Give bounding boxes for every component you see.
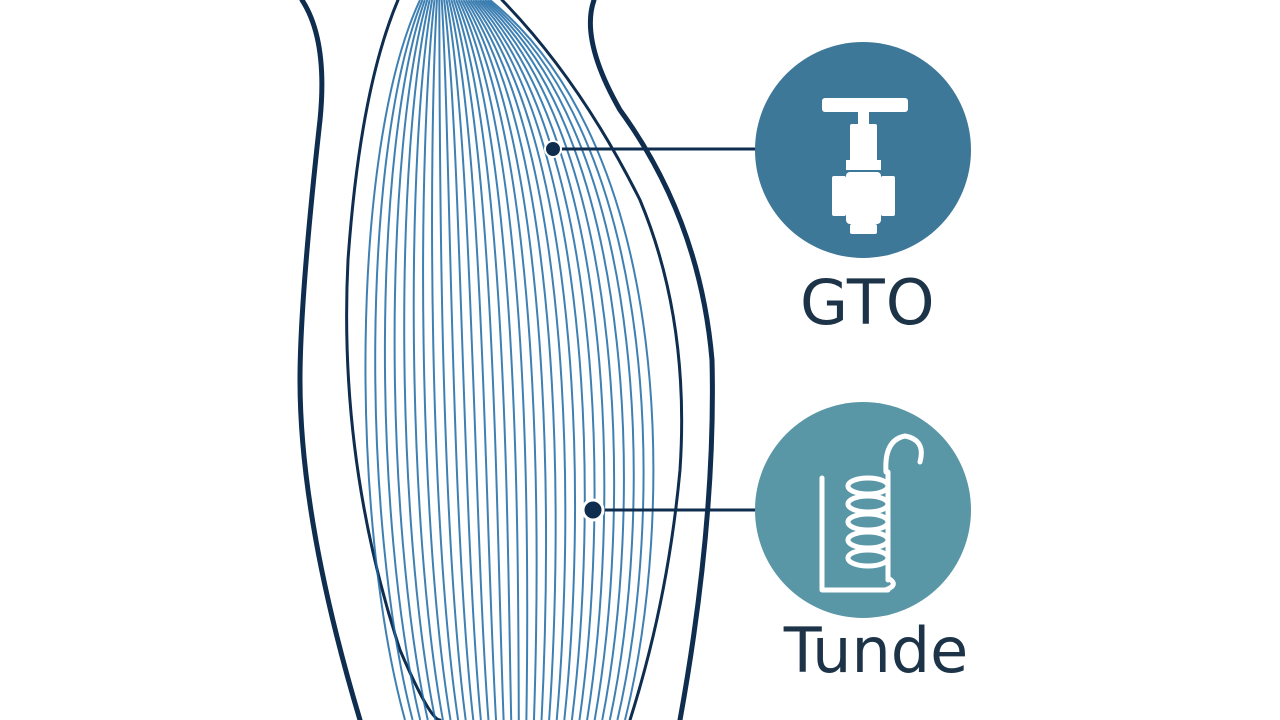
- spindle-label: Tunde: [783, 614, 969, 687]
- muscle-fiber: [422, 0, 452, 720]
- muscle-fiber: [462, 0, 548, 720]
- gto-connector-dot: [544, 140, 562, 158]
- muscle-fiber: [445, 0, 490, 720]
- muscle-fiber: [443, 0, 482, 720]
- muscle-fiber: [482, 0, 625, 720]
- muscle-fiber: [393, 0, 429, 720]
- muscle-fiber: [484, 0, 635, 720]
- muscle-fiber: [364, 0, 421, 720]
- muscle-fiber: [452, 0, 513, 720]
- muscle-fiber: [447, 0, 498, 720]
- spindle-badge: [755, 402, 971, 618]
- muscle-fiber: [489, 0, 655, 720]
- muscle-fiber: [460, 0, 538, 720]
- muscle-fiber: [440, 0, 475, 720]
- muscle-fiber: [465, 0, 557, 720]
- muscle-fiber: [486, 0, 645, 720]
- muscle-fiber: [472, 0, 586, 720]
- spindle-connector-dot: [581, 498, 605, 522]
- muscle-outer-sheath-right: [587, 0, 715, 720]
- muscle-fiber: [403, 0, 437, 720]
- muscle-fiber: [455, 0, 520, 720]
- gto-label: GTO: [800, 266, 936, 339]
- muscle-fiber: [467, 0, 567, 720]
- muscle-fiber: [383, 0, 426, 720]
- muscle-fiber: [374, 0, 424, 720]
- muscle-fiber: [479, 0, 616, 720]
- muscle-fiber: [457, 0, 529, 720]
- coil-spring-icon: [819, 433, 924, 593]
- muscle-fiber: [431, 0, 460, 720]
- muscle-fiber: [469, 0, 577, 720]
- muscle-fiber: [438, 0, 467, 720]
- muscle-fiber: [450, 0, 505, 720]
- muscle-fibers: [364, 0, 655, 720]
- muscle-fiber: [477, 0, 606, 720]
- valve-icon: [822, 98, 908, 234]
- muscle-belly-outline: [345, 0, 684, 720]
- muscle-fiber: [412, 0, 444, 720]
- muscle-fiber: [474, 0, 596, 720]
- muscle-outer-sheath-left: [297, 0, 363, 720]
- gto-badge: [755, 42, 971, 258]
